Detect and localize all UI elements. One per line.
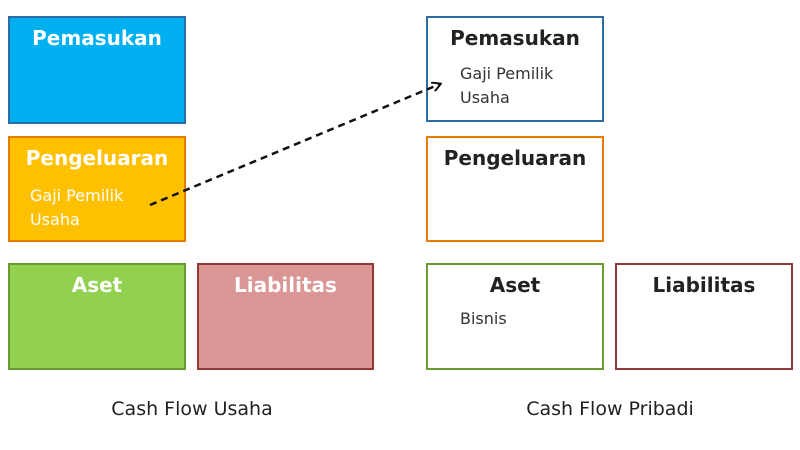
- usaha-liabilitas-title: Liabilitas: [234, 273, 337, 297]
- pribadi-pengeluaran-box: Pengeluaran: [426, 136, 604, 242]
- usaha-pengeluaran-title: Pengeluaran: [25, 146, 169, 170]
- pribadi-liabilitas-box: Liabilitas: [615, 263, 793, 370]
- transfer-arrow-line: [149, 84, 440, 207]
- usaha-pengeluaran-text: Gaji Pemilik Usaha: [30, 186, 124, 229]
- pribadi-pemasukan-box: Pemasukan Gaji Pemilik Usaha: [426, 16, 604, 122]
- pribadi-aset-box: Aset Bisnis: [426, 263, 604, 370]
- usaha-pemasukan-box: Pemasukan: [8, 16, 186, 124]
- usaha-pemasukan-title: Pemasukan: [32, 26, 162, 50]
- pribadi-pemasukan-title: Pemasukan: [450, 26, 580, 50]
- pribadi-caption: Cash Flow Pribadi: [526, 398, 694, 420]
- usaha-pengeluaran-box: Pengeluaran Gaji Pemilik Usaha: [8, 136, 186, 242]
- usaha-liabilitas-box: Liabilitas: [197, 263, 374, 370]
- pribadi-pengeluaran-title: Pengeluaran: [443, 146, 587, 170]
- pribadi-liabilitas-title: Liabilitas: [652, 273, 756, 297]
- pribadi-pemasukan-text: Gaji Pemilik Usaha: [460, 64, 554, 107]
- usaha-caption: Cash Flow Usaha: [111, 398, 273, 420]
- usaha-aset-title: Aset: [71, 273, 123, 297]
- pribadi-aset-text: Bisnis: [460, 309, 507, 328]
- usaha-aset-box: Aset: [8, 263, 186, 370]
- pribadi-aset-title: Aset: [489, 273, 541, 297]
